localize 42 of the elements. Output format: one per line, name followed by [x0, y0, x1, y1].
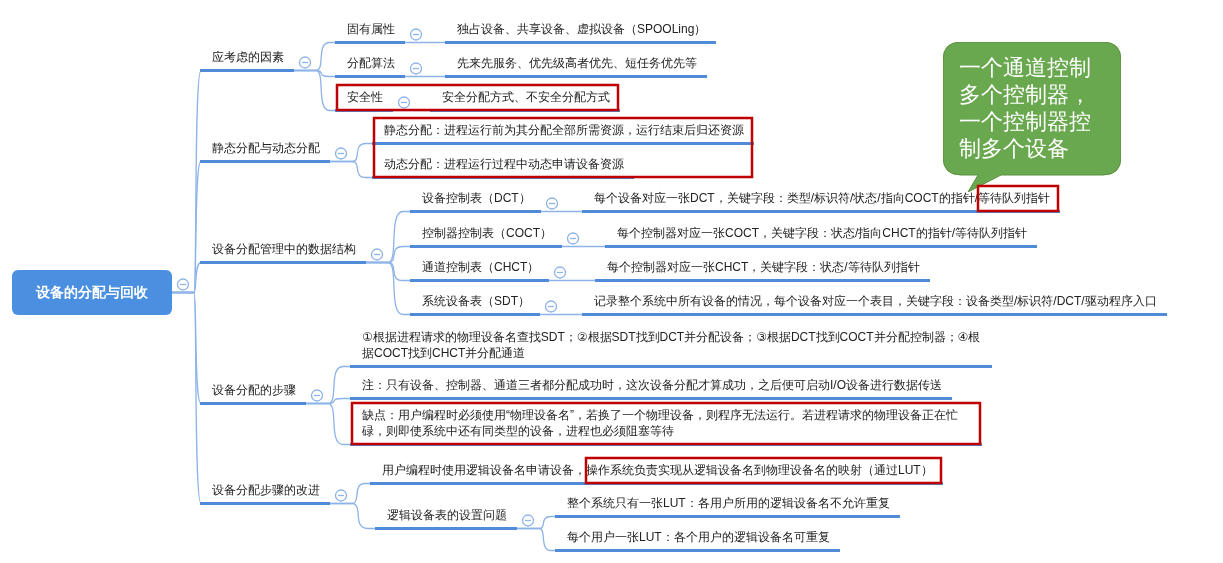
branch-topic: 静态分配与动态分配 [200, 140, 330, 163]
branch-topic: 系统设备表（SDT） [410, 293, 540, 316]
branch-topic: 缺点：用户编程时必须使用“物理设备名”，若换了一个物理设备，则程序无法运行。若进程请求的物理设备正在忙碌，则即使系统中还有同类型的设备，进程也必须阻塞等待 [350, 407, 982, 446]
branch-topic: 应考虑的因素 [200, 49, 294, 72]
branch-topic: 独占设备、共享设备、虚拟设备（SPOOLing） [445, 21, 717, 44]
branch-line [561, 245, 606, 248]
branch-topic: 设备分配步骤的改进 [200, 482, 330, 505]
branch-topic: 设备分配的步骤 [200, 382, 306, 405]
branch-topic: 用户编程时使用逻辑设备名申请设备，操作系统负责实现从逻辑设备名到物理设备名的映射（通过LUT） [370, 462, 943, 485]
branch-topic: 每个控制器对应一张COCT，关键字段：状态/指向CHCT的指针/等待队列指针 [605, 225, 1037, 248]
branch-topic: 设备分配管理中的数据结构 [200, 241, 366, 264]
callout-text: 一个通道控制多个控制器，一个控制器控制多个设备 [959, 54, 1092, 162]
branch-line [548, 279, 596, 282]
speech-bubble [943, 42, 1121, 192]
branch-line [539, 313, 583, 316]
branch-topic: ①根据进程请求的物理设备名查找SDT；②根据SDT找到DCT并分配设备；③根据DCT找到COCT并分配控制器；④根据COCT找到CHCT并分配通道 [350, 329, 992, 368]
branch-topic: 通道控制表（CHCT） [410, 259, 550, 282]
branch-topic: 记录整个系统中所有设备的情况，每个设备对应一个表目，关键字段：设备类型/标识符/DCT/驱动程序入口 [582, 293, 1167, 316]
branch-topic: 每个控制器对应一张CHCT，关键字段：状态/等待队列指针 [595, 259, 930, 282]
branch-line [305, 402, 351, 446]
branch-topic: 控制器控制表（COCT） [410, 225, 562, 248]
branch-topic: 安全分配方式、不安全分配方式 [430, 89, 620, 112]
branch-line [516, 527, 556, 552]
branch-line [365, 261, 411, 316]
branch-topic: 设备控制表（DCT） [410, 190, 541, 213]
branch-line [293, 69, 336, 112]
branch-line [540, 210, 583, 213]
branch-topic: 每个用户一张LUT：各个用户的逻辑设备名可重复 [555, 529, 840, 552]
branch-topic: 分配算法 [335, 55, 405, 78]
branch-topic: 静态分配：进程运行前为其分配全部所需资源，运行结束后归还资源 [372, 122, 754, 145]
branch-topic: 安全性 [335, 89, 393, 112]
branch-topic: 固有属性 [335, 21, 405, 44]
branch-line [404, 75, 446, 78]
branch-topic: 逻辑设备表的设置问题 [375, 507, 517, 530]
branch-line [329, 160, 373, 179]
branch-topic: 整个系统只有一张LUT：各用户所用的逻辑设备名不允许重复 [555, 495, 900, 518]
branch-line [329, 502, 376, 530]
root-topic: 设备的分配与回收 [12, 270, 172, 315]
branch-topic: 注：只有设备、控制器、通道三者都分配成功时，这次设备分配才算成功，之后便可启动I/O设备进行数据传送 [350, 377, 952, 400]
branch-topic: 动态分配：进程运行过程中动态申请设备资源 [372, 156, 634, 179]
branch-line [404, 41, 446, 44]
branch-topic: 先来先服务、优先级高者优先、短任务优先等 [445, 55, 707, 78]
